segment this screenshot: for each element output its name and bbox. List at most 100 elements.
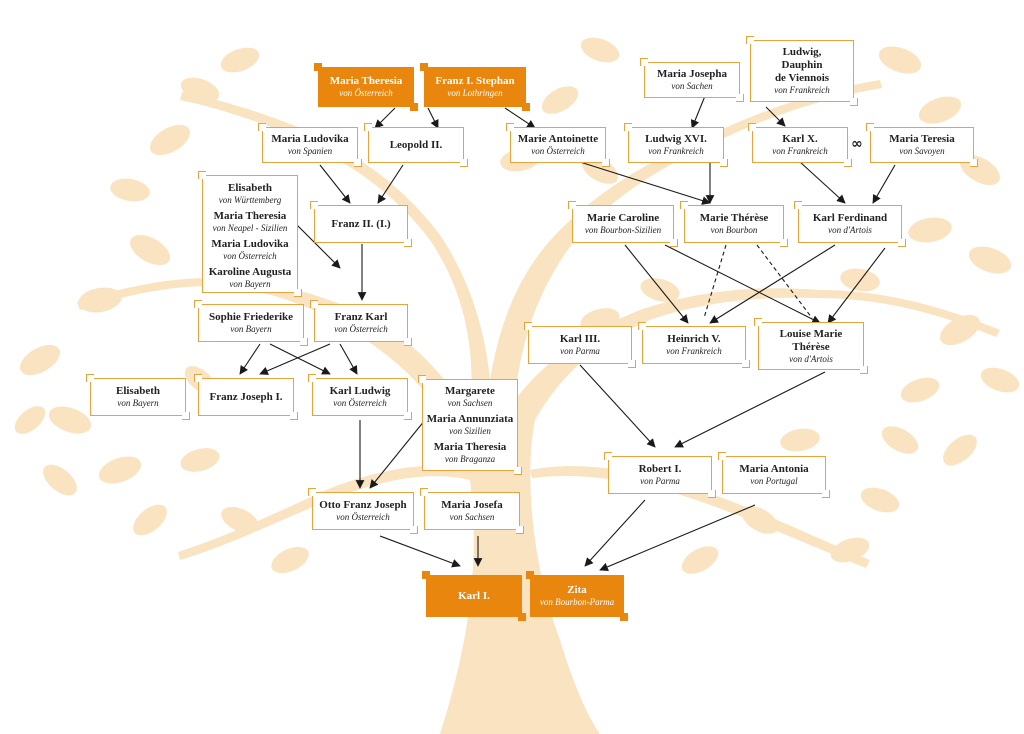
person-name: Maria Ludovika (271, 133, 349, 145)
person-name: de Viennois (774, 72, 830, 84)
spouse-entry: Karoline Augusta von Bayern (209, 266, 292, 290)
node-wives-franz: Elisabeth von Württemberg Maria Theresia… (198, 171, 302, 297)
person-name: Maria Antonia (739, 463, 809, 475)
node-robert-i: Robert I. von Parma (604, 452, 716, 498)
spouse-entry: Maria Ludovika von Österreich (211, 238, 288, 262)
person-name: Maria Annunziata (426, 413, 514, 425)
person-name: Franz Karl (334, 311, 388, 323)
node-franz-stephan: Franz I. Stephan von Lothringen (420, 63, 530, 111)
node-ludwig-dauphin: Ludwig, Dauphin de Viennois von Frankrei… (746, 36, 858, 106)
node-karl-ludwig: Karl Ludwig von Österreich (308, 374, 412, 420)
person-name: Karoline Augusta (208, 266, 292, 278)
node-maria-theresia-oe: Maria Theresia von Österreich (314, 63, 418, 111)
person-name: Sophie Friederike (208, 311, 294, 323)
person-name: Maria Theresia (433, 441, 507, 453)
node-maria-josefa: Maria Josefa von Sachsen (420, 488, 524, 534)
person-name: Elisabeth (115, 385, 160, 397)
node-maria-ludovika-sp: Maria Ludovika von Spanien (258, 123, 362, 167)
person-name: Franz II. (I.) (331, 217, 391, 230)
person-origin: von d'Artois (828, 225, 872, 235)
person-origin: von Braganza (444, 454, 496, 464)
person-name: Karl III. (559, 333, 601, 345)
person-origin: von Neapel - Sizilien (212, 223, 288, 233)
node-wives-karl-ludwig: Margarete von Sachsen Maria Annunziata v… (418, 375, 522, 475)
person-origin: von Bayern (117, 398, 159, 408)
person-origin: von Österreich (334, 324, 388, 334)
node-marie-therese: Marie Thérèse von Bourbon (680, 201, 788, 247)
person-name: Ludwig XVI. (645, 133, 707, 145)
person-origin: von Österreich (336, 512, 390, 522)
person-name: Maria Theresia (329, 75, 403, 87)
person-name: Dauphin (781, 59, 823, 71)
node-franz-ii: Franz II. (I.) (310, 201, 412, 247)
person-origin: von Österreich (531, 146, 585, 156)
node-karl-iii: Karl III. von Parma (524, 322, 636, 368)
node-marie-caroline: Marie Caroline von Bourbon-Sizilien (568, 201, 678, 247)
person-origin: von Sachen (671, 81, 713, 91)
node-sophie-friederike: Sophie Friederike von Bayern (194, 300, 308, 346)
person-origin: von Sachsen (449, 512, 495, 522)
spouse-entry: Margarete von Sachsen (445, 385, 495, 409)
person-name: Louise Marie (779, 327, 843, 340)
person-name: Heinrich V. (667, 333, 721, 345)
person-name: Leopold II. (389, 138, 443, 151)
person-origin: von Bayern (229, 279, 271, 289)
person-origin: von Parma (640, 476, 680, 486)
person-name: Karl Ludwig (329, 385, 391, 397)
person-origin: von d'Artois (789, 353, 833, 364)
spouse-entry: Elisabeth von Württemberg (219, 182, 281, 206)
person-origin: von Württemberg (218, 195, 282, 205)
person-origin: von Frankreich (666, 346, 722, 356)
node-ludwig-xvi: Ludwig XVI. von Frankreich (624, 123, 728, 167)
person-name: Marie Thérèse (699, 212, 769, 224)
person-origin: von Österreich (333, 398, 387, 408)
person-origin: von Portugal (750, 476, 798, 486)
person-name: Marie Caroline (586, 212, 660, 224)
person-origin: von Frankreich (648, 146, 704, 156)
person-name: Otto Franz Joseph (319, 499, 407, 511)
person-name: Robert I. (638, 463, 682, 475)
marriage-symbol: ∞ (851, 136, 863, 152)
node-franz-joseph: Franz Joseph I. (194, 374, 298, 420)
node-karl-ferdinand: Karl Ferdinand von d'Artois (794, 201, 906, 247)
person-name: Maria Ludovika (211, 238, 289, 250)
person-name: Margarete (445, 385, 495, 397)
person-name: Karl Ferdinand (812, 212, 888, 224)
person-origin: von Parma (560, 346, 600, 356)
spouse-entry: Maria Theresia von Neapel - Sizilien (213, 210, 288, 234)
person-origin: von Lothringen (447, 88, 503, 98)
person-name: Franz I. Stephan (435, 75, 515, 87)
node-maria-antonia: Maria Antonia von Portugal (718, 452, 830, 498)
node-elisabeth-bayern: Elisabeth von Bayern (86, 374, 190, 420)
person-origin: von Savoyen (899, 146, 945, 156)
person-name: Zita (567, 584, 587, 596)
person-name: Ludwig, (782, 46, 822, 58)
person-name: Maria Teresia (889, 133, 955, 145)
person-origin: von Sachsen (447, 398, 493, 408)
person-origin: von Bayern (230, 324, 272, 334)
node-karl-x: Karl X. von Frankreich (748, 123, 852, 167)
person-name: Marie Antoinette (517, 133, 599, 145)
person-name: Karl I. (458, 589, 490, 602)
node-karl-i: Karl I. (422, 571, 526, 621)
person-origin: von Österreich (223, 251, 277, 261)
person-name: Thérèse (792, 340, 830, 353)
node-heinrich-v: Heinrich V. von Frankreich (638, 322, 750, 368)
person-origin: von Bourbon (710, 225, 758, 235)
spouse-entry: Maria Theresia von Braganza (434, 441, 507, 465)
node-leopold: Leopold II. (364, 123, 468, 167)
person-name: Elisabeth (227, 182, 272, 194)
person-origin: von Österreich (339, 88, 393, 98)
person-origin: von Bourbon-Sizilien (584, 225, 662, 235)
person-name: Maria Josepha (657, 68, 727, 80)
spouse-entry: Maria Annunziata von Sizilien (427, 413, 513, 437)
node-zita: Zita von Bourbon-Parma (526, 571, 628, 621)
node-otto-franz-joseph: Otto Franz Joseph von Österreich (308, 488, 418, 534)
person-origin: von Frankreich (772, 146, 828, 156)
node-maria-josepha: Maria Josepha von Sachen (640, 58, 744, 102)
person-name: Maria Josefa (441, 499, 503, 511)
node-maria-teresia-sav: Maria Teresia von Savoyen (866, 123, 978, 167)
person-origin: von Spanien (287, 146, 333, 156)
person-origin: von Sizilien (449, 426, 491, 436)
